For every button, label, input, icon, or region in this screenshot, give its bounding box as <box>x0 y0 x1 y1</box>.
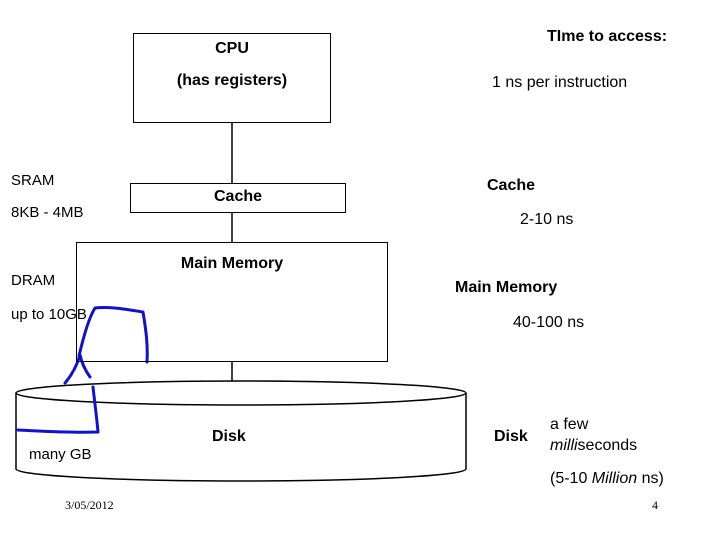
footer-page-number: 4 <box>652 498 658 512</box>
cpu-subtitle: (has registers) <box>176 72 288 89</box>
seconds-text: seconds <box>577 437 638 454</box>
sram-size: 8KB - 4MB <box>11 204 84 221</box>
cache-title: Cache <box>213 188 263 205</box>
disk-access-time-line1: a few <box>550 416 589 433</box>
disk-access-label: Disk <box>494 428 528 445</box>
disk-cylinder-body <box>15 393 467 482</box>
million-italic: Million <box>591 470 638 487</box>
milli-italic: milli <box>550 437 578 454</box>
disk-access-time-line3: (5-10 Million ns) <box>550 470 664 488</box>
disk-title: Disk <box>212 428 246 445</box>
paren-open-text: (5-10 <box>550 470 592 487</box>
disk-size: many GB <box>29 446 92 463</box>
main-memory-title: Main Memory <box>180 255 284 272</box>
paren-close-text: ns) <box>637 470 664 487</box>
dram-label: DRAM <box>11 272 56 289</box>
cache-access-label: Cache <box>487 177 536 194</box>
footer-date: 3/05/2012 <box>65 498 114 512</box>
sram-label: SRAM <box>11 172 55 189</box>
memory-access-time: 40-100 ns <box>513 314 585 331</box>
cache-access-time: 2-10 ns <box>520 211 574 228</box>
disk-cylinder-top <box>15 380 467 406</box>
cpu-title: CPU <box>215 40 249 57</box>
access-heading: TIme to access: <box>547 28 668 45</box>
main-memory-box: Main Memory <box>76 242 388 362</box>
dram-size: up to 10GB <box>11 306 87 323</box>
cpu-access-time: 1 ns per instruction <box>492 74 628 91</box>
cpu-box: CPU (has registers) <box>133 33 331 123</box>
memory-access-label: Main Memory <box>455 279 558 296</box>
cache-box: Cache <box>130 183 346 213</box>
handdrawn-annotation <box>16 306 149 434</box>
disk-access-time-line2: milliseconds <box>550 437 637 455</box>
